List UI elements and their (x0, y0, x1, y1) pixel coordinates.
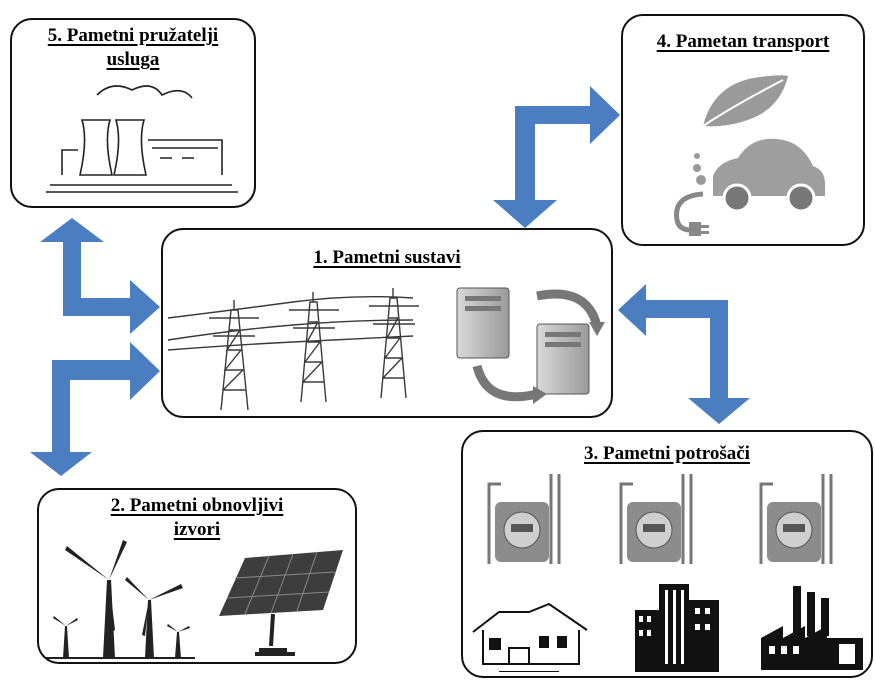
meter-icon (759, 474, 833, 564)
smart-consumers-title: 3. Pametni potrošači (584, 443, 750, 464)
arrow-central-to-renewables (30, 342, 160, 476)
server-icon (456, 287, 605, 404)
smart-transport-title: 4. Pametan transport (656, 31, 830, 52)
arrow-central-to-consumers (618, 284, 750, 424)
plug-icon (674, 191, 709, 236)
power-plant-icon (46, 85, 238, 193)
arrow-central-to-transport (493, 86, 620, 228)
house-icon (472, 602, 588, 672)
smart-systems-box: 1. Pametni sustavi (161, 228, 613, 418)
leaf-icon (702, 75, 788, 127)
smart-transport-box: 4. Pametan transport (621, 14, 865, 246)
wind-turbine-icon (45, 540, 195, 659)
pylon-icon (167, 288, 419, 411)
solar-panel-icon (219, 550, 343, 656)
city-buildings-icon (635, 584, 719, 672)
smart-systems-title: 1. Pametni sustavi (313, 247, 461, 268)
factory-icon (761, 586, 863, 670)
arrow-central-to-providers (40, 218, 160, 334)
electric-car-icon (693, 138, 825, 213)
meter-icon (619, 474, 693, 564)
meter-icon (487, 474, 561, 564)
smart-consumers-box: 3. Pametni potrošači (461, 430, 873, 678)
